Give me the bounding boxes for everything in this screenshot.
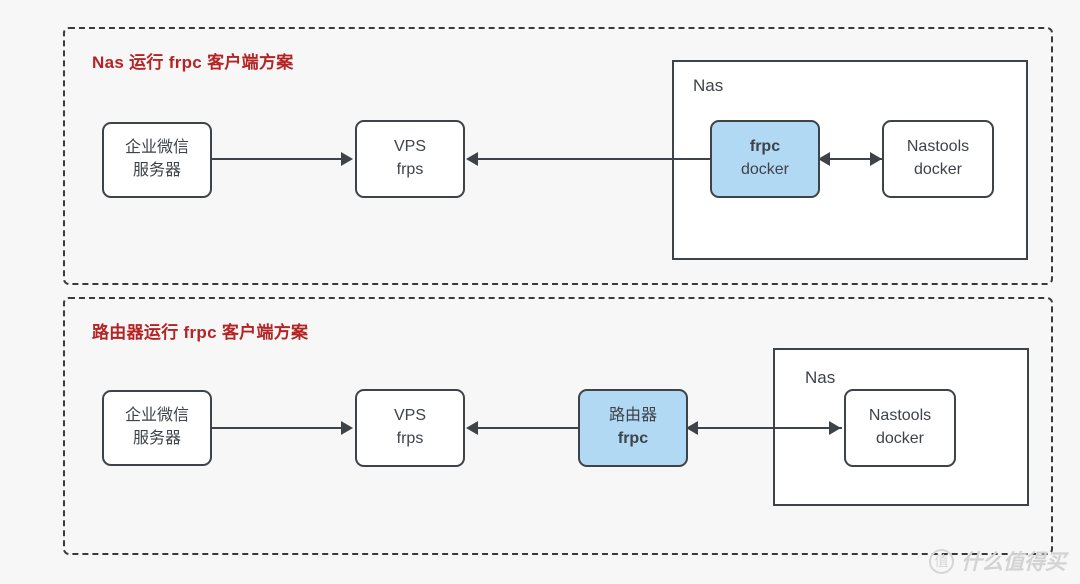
node-frpc-docker-line1: frpc bbox=[749, 138, 781, 156]
node-vps-frps-bottom-line1: VPS bbox=[393, 407, 426, 425]
node-router-frpc[interactable]: 路由器 frpc bbox=[578, 389, 688, 467]
nas-container-top-label: Nas bbox=[693, 76, 724, 95]
section-router-client-frame bbox=[63, 297, 1053, 555]
nas-container-bottom-label: Nas bbox=[805, 368, 836, 387]
watermark-text: 什么值得买 bbox=[961, 551, 1066, 574]
node-wecom-server-bottom-line2: 服务器 bbox=[132, 430, 181, 447]
node-nastools-docker-bottom[interactable]: Nastools docker bbox=[844, 389, 956, 467]
section-nas-client-frame bbox=[63, 27, 1053, 285]
node-vps-frps-bottom[interactable]: VPS frps bbox=[355, 389, 465, 467]
arrowhead-wecom-to-vps bbox=[341, 152, 353, 166]
arrowhead-wecom-to-vps-bottom bbox=[341, 421, 353, 435]
arrowhead-router-to-nastools bbox=[829, 421, 841, 435]
link-wecom-to-vps bbox=[212, 158, 343, 160]
node-vps-frps-top-line1: VPS bbox=[393, 138, 426, 156]
link-frpc-to-vps bbox=[478, 158, 710, 160]
arrowhead-nastools-to-router bbox=[686, 421, 698, 435]
link-router-to-nastools bbox=[690, 427, 842, 429]
node-frpc-docker-line2: docker bbox=[740, 161, 790, 178]
nas-container-bottom bbox=[773, 348, 1029, 506]
node-router-frpc-line1: 路由器 bbox=[608, 407, 657, 425]
node-vps-frps-bottom-line2: frps bbox=[396, 430, 424, 447]
node-nastools-docker-top-line2: docker bbox=[913, 161, 963, 178]
watermark-logo-icon: 值 bbox=[929, 548, 954, 574]
arrowhead-nastools-to-frpc bbox=[818, 152, 830, 166]
section-router-client-title: 路由器运行 frpc 客户端方案 bbox=[92, 323, 309, 342]
link-router-to-vps bbox=[478, 427, 579, 429]
node-wecom-server-top-line2: 服务器 bbox=[132, 162, 181, 179]
node-wecom-server-top[interactable]: 企业微信 服务器 bbox=[102, 122, 212, 198]
link-wecom-to-vps-bottom bbox=[212, 427, 343, 429]
node-wecom-server-top-line1: 企业微信 bbox=[124, 139, 189, 157]
section-nas-client-title: Nas 运行 frpc 客户端方案 bbox=[92, 53, 294, 72]
node-nastools-docker-top[interactable]: Nastools docker bbox=[882, 120, 994, 198]
node-nastools-docker-bottom-line2: docker bbox=[875, 430, 925, 447]
arrowhead-router-to-vps bbox=[466, 421, 478, 435]
link-frpc-to-nastools bbox=[822, 158, 884, 160]
watermark: 值 什么值得买 bbox=[929, 546, 1066, 576]
node-nastools-docker-top-line1: Nastools bbox=[906, 138, 970, 156]
node-vps-frps-top[interactable]: VPS frps bbox=[355, 120, 465, 198]
node-router-frpc-line2: frpc bbox=[617, 430, 649, 447]
node-wecom-server-bottom[interactable]: 企业微信 服务器 bbox=[102, 390, 212, 466]
node-nastools-docker-bottom-line1: Nastools bbox=[868, 407, 932, 425]
arrowhead-frpc-to-vps bbox=[466, 152, 478, 166]
node-vps-frps-top-line2: frps bbox=[396, 161, 424, 178]
node-wecom-server-bottom-line1: 企业微信 bbox=[124, 407, 189, 425]
node-frpc-docker[interactable]: frpc docker bbox=[710, 120, 820, 198]
arrowhead-frpc-to-nastools bbox=[870, 152, 882, 166]
